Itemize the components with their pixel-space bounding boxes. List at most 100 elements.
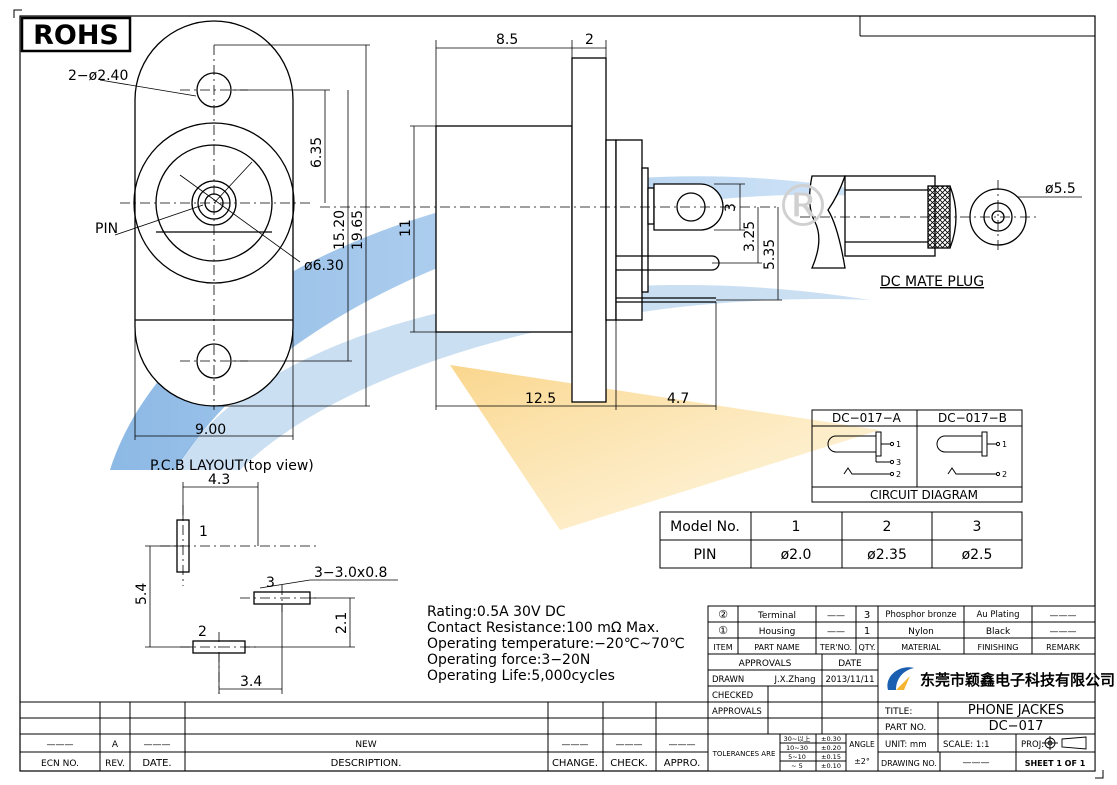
header-ter-no: TER'NO. <box>819 643 852 652</box>
header-qty: QTY. <box>859 643 876 652</box>
rev-date-value: ——— <box>144 740 171 750</box>
approvals-heading: APPROVALS <box>739 659 792 669</box>
dim-3-25: 3.25 <box>742 221 758 252</box>
tol-val-0: ±0.30 <box>821 735 841 743</box>
circuit-pin-a1: 1 <box>896 440 901 449</box>
dim-6-35: 6.35 <box>309 137 325 168</box>
tol-val-3: ±0.10 <box>821 762 841 770</box>
part-qty-2: 3 <box>864 610 870 621</box>
drawn-date: 2013/11/11 <box>826 675 875 685</box>
dim-6-30: ø6.30 <box>304 258 344 274</box>
rev-header-change: CHANGE. <box>552 758 598 769</box>
dim-4-7: 4.7 <box>667 391 689 407</box>
dim-5-35: 5.35 <box>762 239 778 270</box>
projection-label: PROJ: <box>1021 740 1044 750</box>
model-row-0: PIN <box>693 547 716 563</box>
tolerance-table: 30~以上 ±0.30 10~30 ±0.20 5~10 ±0.15 ~ 5 ±… <box>784 734 841 770</box>
rev-check-value: ——— <box>616 740 643 750</box>
header-remark: REMARK <box>1046 643 1081 652</box>
model-table <box>659 511 1023 569</box>
part-no-label: PART NO. <box>885 723 926 733</box>
part-no-value: DC−017 <box>989 719 1044 734</box>
title-value: PHONE JACKES <box>968 703 1064 718</box>
part-finish-2: Au Plating <box>976 610 1019 620</box>
rohs-label: ROHS <box>33 20 119 51</box>
sheet-label: SHEET 1 OF 1 <box>1025 759 1086 768</box>
dim-3-4: 3.4 <box>240 674 262 690</box>
rev-appro-value: ——— <box>669 740 696 750</box>
spec-list: Rating:0.5A 30V DC Contact Resistance:10… <box>427 604 685 684</box>
rev-header-description: DESCRIPTION. <box>331 758 402 769</box>
tol-range-0: 30~以上 <box>784 734 811 743</box>
rev-header-appro: APPRO. <box>664 758 701 769</box>
title-label: TITLE: <box>884 707 912 717</box>
dim-8-5: 8.5 <box>496 32 518 48</box>
dim-12-5: 12.5 <box>525 391 556 407</box>
circuit-col-a: DC−017−A <box>832 411 902 425</box>
spec-life: Operating Life:5,000cycles <box>427 668 615 684</box>
scale-label: SCALE: 1:1 <box>943 740 990 750</box>
header-material: MATERIAL <box>901 643 941 652</box>
dim-4-3: 4.3 <box>208 472 230 488</box>
pcb-pin-1: 1 <box>199 524 208 540</box>
part-finish-1: Black <box>986 627 1011 637</box>
unit-label: UNIT: mm <box>885 740 926 750</box>
model-row-2: ø2.35 <box>867 547 907 563</box>
rev-header-ecn: ECN NO. <box>41 759 79 769</box>
pcb-layout <box>145 482 398 694</box>
drawn-by: J.X.Zhang <box>774 675 816 685</box>
tol-range-2: 5~10 <box>788 753 806 761</box>
part-ter-1: —— <box>827 627 845 637</box>
tol-val-1: ±0.20 <box>821 744 841 752</box>
registered-mark: ® <box>774 172 832 240</box>
rev-change-value: ——— <box>562 740 589 750</box>
plug-diameter-label: ø5.5 <box>1045 181 1076 197</box>
circuit-diagram <box>811 409 1023 503</box>
rohs-mark: ROHS <box>20 16 132 53</box>
header-finishing: FINISHING <box>978 643 1019 652</box>
part-material-2: Phosphor bronze <box>885 610 956 620</box>
model-header-0: Model No. <box>670 519 740 535</box>
side-view <box>320 40 782 410</box>
part-ter-2: —— <box>827 611 845 621</box>
sheet-frame <box>13 9 1104 779</box>
tol-range-1: 10~30 <box>786 744 808 752</box>
rev-header-date: DATE. <box>142 758 171 769</box>
dim-2: 2 <box>585 32 594 48</box>
pcb-title: P.C.B LAYOUT(top view) <box>150 458 314 474</box>
circuit-pin-b2: 2 <box>1002 470 1007 479</box>
revision-block <box>20 701 709 771</box>
circuit-pin-a2: 2 <box>896 470 901 479</box>
checked-label: CHECKED <box>712 691 754 701</box>
dim-3: 3 <box>723 203 739 212</box>
circuit-caption: CIRCUIT DIAGRAM <box>870 488 978 502</box>
spec-force: Operating force:3−20N <box>427 652 590 668</box>
dc-mate-plug <box>800 175 1082 269</box>
parts-list: ② Terminal —— 3 Phosphor bronze Au Plati… <box>713 608 1080 652</box>
approvals-label: APPROVALS <box>712 707 762 717</box>
drawing-no-label: DRAWING NO. <box>881 759 937 768</box>
tolerances-label: TOLERANCES ARE <box>712 750 776 758</box>
part-item-2: ② <box>718 608 728 621</box>
dim-2-1: 2.1 <box>334 612 350 634</box>
drawing-no-value: ——— <box>963 758 990 768</box>
company-name: 东莞市颖鑫电子科技有限公司 <box>920 671 1115 689</box>
projection-symbol-icon <box>1042 736 1087 750</box>
tol-range-3: ~ 5 <box>791 762 803 770</box>
model-row-1: ø2.0 <box>781 547 812 563</box>
circuit-pin-a3: 3 <box>896 458 901 467</box>
rev-rev-value: A <box>112 740 119 750</box>
rev-description-value: NEW <box>355 740 376 750</box>
spec-temperature: Operating temperature:−20℃~70℃ <box>427 636 685 652</box>
part-name-1: Housing <box>759 627 796 637</box>
date-heading: DATE <box>838 659 862 669</box>
dim-9-00: 9.00 <box>195 422 226 438</box>
dim-15-20: 15.20 <box>332 210 348 250</box>
header-part-name: PART NAME <box>754 643 800 652</box>
angle-label: ANGLE <box>849 740 875 749</box>
pcb-pin-3: 3 <box>266 575 275 591</box>
front-view <box>99 20 370 440</box>
company-logo: 东莞市颖鑫电子科技有限公司 <box>887 667 1115 690</box>
rev-header-check: CHECK. <box>610 758 648 769</box>
